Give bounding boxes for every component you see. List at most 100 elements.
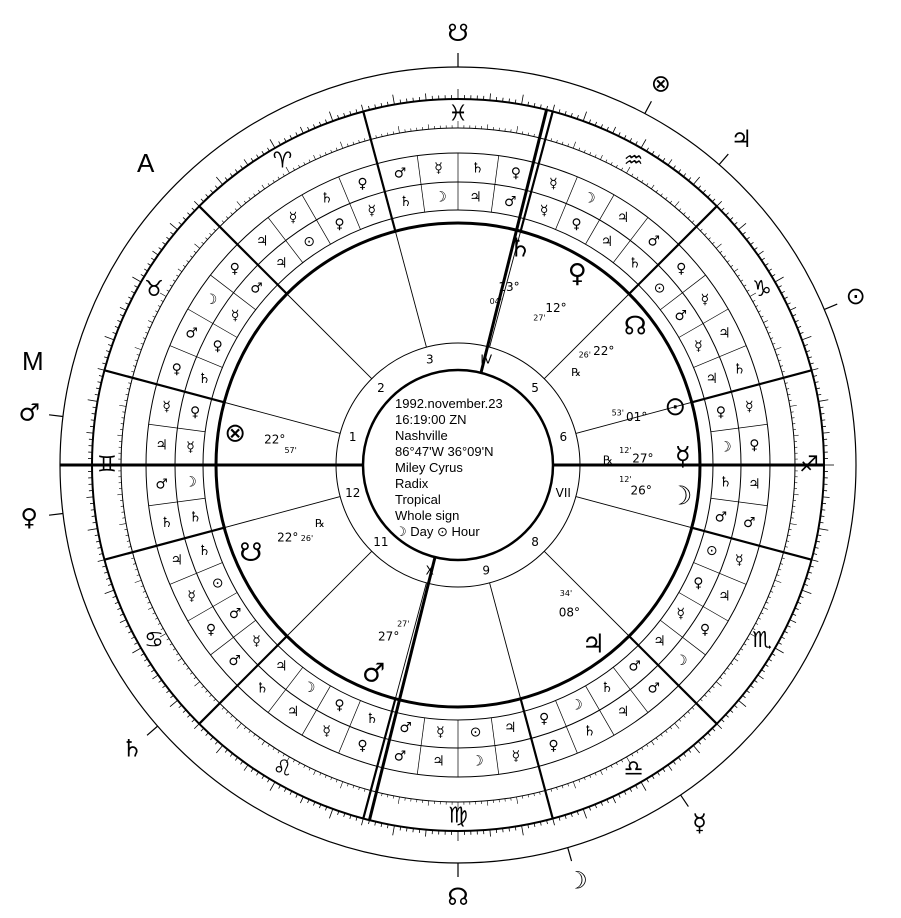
degree-tick: [300, 126, 304, 134]
degree-tick: [358, 787, 360, 791]
degree-tick: [819, 521, 824, 524]
planet-venus-glyph: ♀: [568, 259, 587, 289]
degree-tick: [750, 684, 754, 688]
degree-tick: [152, 315, 156, 318]
house-cusp: [575, 401, 692, 434]
degree-tick: [230, 715, 233, 718]
ruler-division: [704, 530, 760, 547]
degree-tick: [330, 149, 333, 153]
degree-tick: [210, 736, 214, 741]
degree-tick: [182, 265, 186, 268]
degree-tick: [308, 159, 311, 163]
degree-tick: [243, 764, 249, 771]
planet-degree: 27°: [632, 452, 653, 466]
degree-tick: [375, 135, 377, 139]
degree-tick: [546, 105, 548, 110]
degree-tick: [683, 212, 686, 215]
ruler-division: [490, 155, 500, 213]
degree-tick: [789, 523, 797, 526]
ruler-glyph-inner: ♃: [469, 190, 482, 206]
ruler-glyph-outer: ☿: [745, 399, 754, 415]
chart-axes: [60, 109, 824, 821]
degree-tick: [240, 165, 244, 170]
degree-tick: [533, 133, 535, 137]
degree-tick: [392, 795, 394, 799]
ruler-division: [148, 423, 206, 433]
degree-tick: [820, 413, 825, 415]
degree-tick: [815, 387, 820, 390]
planet-part-of-fortune-glyph: ⊗: [224, 419, 246, 449]
degree-tick: [687, 711, 690, 714]
degree-tick: [621, 759, 624, 763]
ruler-division: [210, 274, 256, 311]
degree-tick: [774, 347, 782, 351]
degree-tick: [805, 350, 811, 353]
degree-tick: [753, 679, 758, 683]
degree-tick: [556, 139, 558, 143]
planet-degree: 01°: [626, 410, 647, 424]
ruler-division: [210, 619, 256, 656]
degree-tick: [516, 126, 519, 134]
degree-tick: [177, 658, 183, 662]
sign-capricorn-glyph: ♑: [752, 277, 772, 302]
degree-tick: [269, 781, 276, 791]
degree-tick: [746, 638, 750, 641]
ruler-glyph-outer: ☿: [162, 399, 171, 415]
degree-tick: [119, 404, 127, 407]
degree-tick: [295, 132, 298, 137]
degree-tick: [134, 568, 138, 571]
degree-tick: [539, 791, 541, 795]
ruler-division: [301, 685, 331, 736]
degree-tick: [605, 767, 608, 771]
degree-tick: [148, 320, 153, 323]
degree-tick: [809, 565, 814, 568]
degree-tick: [132, 276, 142, 283]
ruler-glyph-inner: ⊙: [654, 280, 666, 296]
degree-tick: [159, 633, 167, 638]
degree-tick: [380, 103, 383, 108]
ruler-glyph-outer: ☿: [322, 723, 331, 739]
degree-tick: [588, 119, 591, 124]
degree-tick: [702, 736, 706, 741]
ruler-division: [638, 244, 679, 285]
ruler-division: [710, 423, 768, 433]
planet-minute: 57': [284, 446, 296, 455]
degree-tick: [774, 647, 784, 654]
degree-tick: [182, 217, 187, 221]
degree-tick: [349, 814, 352, 819]
planet-moon-glyph: ☽: [669, 481, 692, 511]
degree-tick: [514, 826, 517, 831]
degree-tick: [719, 676, 723, 680]
ruler-glyph-inner: ♃: [504, 720, 517, 736]
degree-tick: [764, 664, 769, 667]
degree-tick: [308, 767, 311, 771]
degree-tick: [780, 365, 784, 367]
degree-tick: [742, 231, 746, 235]
degree-tick: [606, 126, 609, 131]
degree-tick: [230, 212, 233, 215]
planet-jupiter-glyph: ♃: [582, 630, 605, 660]
degree-tick: [635, 141, 638, 146]
degree-tick: [729, 217, 734, 221]
degree-tick: [799, 332, 804, 335]
house-cusp: [489, 582, 522, 699]
degree-tick: [651, 151, 655, 155]
sign-leo-glyph: ♌: [273, 756, 293, 781]
degree-tick: [738, 699, 747, 707]
degree-tick: [708, 237, 711, 240]
degree-tick: [119, 307, 127, 311]
degree-tick: [813, 553, 818, 555]
degree-tick: [134, 642, 139, 645]
ruler-glyph-inner: ♄: [399, 194, 412, 210]
degree-tick: [570, 812, 573, 818]
degree-tick: [817, 534, 822, 536]
degree-tick: [162, 242, 166, 246]
degree-tick: [814, 546, 819, 549]
asc-label: A: [137, 148, 155, 178]
degree-tick: [300, 796, 304, 804]
degree-tick: [809, 362, 814, 365]
ruler-glyph-inner: ♄: [628, 256, 641, 272]
info-city: Nashville: [395, 428, 448, 443]
degree-tick: [631, 173, 634, 177]
ruler-division: [267, 667, 304, 713]
